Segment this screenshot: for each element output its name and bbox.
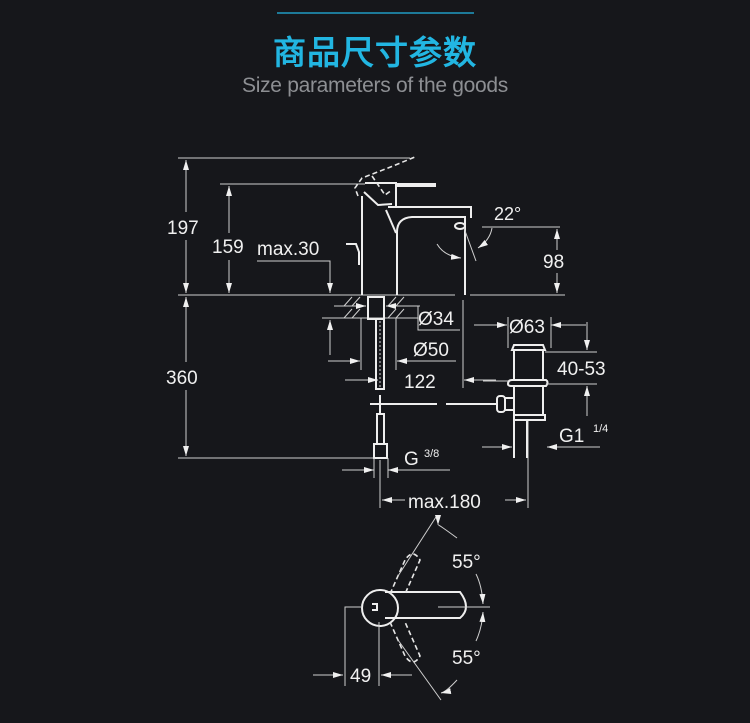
dim-base-diameter-label: Ø50 <box>413 340 449 361</box>
angle-line <box>463 227 477 262</box>
dim-spout-height-label: 159 <box>212 237 244 258</box>
popup-rod <box>346 243 360 265</box>
dim-max-waste-label: max.180 <box>408 492 481 513</box>
dim-hole-diameter-label: Ø34 <box>418 309 454 330</box>
arc-down-arrow-2 <box>440 679 458 694</box>
hose-connector <box>373 443 388 459</box>
waste-pivot-connector <box>505 397 514 411</box>
header-rule <box>277 12 474 14</box>
waste-bottom-nut <box>513 414 546 421</box>
dim-body-offset-label: 49 <box>350 666 371 687</box>
lever-pivot <box>363 191 393 207</box>
top-view: 55° 55° 49 <box>313 514 490 701</box>
dim-supply-thread-label: G <box>404 449 419 470</box>
waste-body-lower <box>513 386 544 415</box>
mounting-nut <box>367 296 385 320</box>
body-marker <box>372 603 378 611</box>
waste-body-upper <box>513 350 544 380</box>
angle-arc-right <box>477 227 493 249</box>
dim-spout-angle-label: 22° <box>494 204 521 224</box>
angle-ray-down <box>397 639 442 701</box>
dim-waste-thread-label: G1 <box>559 426 584 447</box>
page-subtitle: Size parameters of the goods <box>242 74 508 97</box>
lever-raised-inner <box>371 175 393 197</box>
waste-pivot-nut <box>496 395 506 413</box>
dim-waste-diameter-label: Ø63 <box>509 317 545 338</box>
aerator <box>454 222 466 230</box>
side-view: 197 159 max.30 22° 98 <box>166 156 608 513</box>
waste-flange-top <box>510 344 547 351</box>
lever-raised-outline <box>354 156 416 197</box>
dim-49-ext-left <box>344 606 362 686</box>
dim-below-deck-label: 360 <box>166 368 198 389</box>
dim-34-leader <box>417 306 460 331</box>
threaded-rod <box>375 318 385 390</box>
dim-max30-leader <box>257 260 333 293</box>
lever-left-position <box>389 553 421 595</box>
dim-supply-thread-fraction: 3/8 <box>424 448 439 460</box>
lever-right-position <box>389 621 421 663</box>
dim-waste-range-label: 40-53 <box>557 359 606 380</box>
rod-clamp <box>372 395 388 414</box>
deck-hatching <box>343 296 405 319</box>
page-title: 商品尺寸参数 <box>273 33 477 72</box>
pop-up-waste <box>496 344 549 458</box>
dim-lever-angle-up-label: 55° <box>452 552 481 573</box>
supply-hose <box>376 413 385 445</box>
faucet-body-right <box>396 216 466 295</box>
dim-total-height-label: 197 <box>167 218 199 239</box>
waste-nut <box>507 379 549 387</box>
spout-slope <box>385 209 397 234</box>
arc-up-arrow-1 <box>435 514 458 539</box>
arc-up-arrow-2 <box>475 573 486 605</box>
dim-lever-angle-down-label: 55° <box>452 648 481 669</box>
dim-spout-reach-label: 122 <box>404 372 436 393</box>
angle-ray-up <box>397 516 437 577</box>
dim-max-popup-label: max.30 <box>257 239 319 260</box>
waste-tail-pipe <box>513 420 528 458</box>
angle-arc-left <box>436 243 462 260</box>
lever-handle <box>365 182 436 208</box>
dim-waste-thread-fraction: 1/4 <box>593 423 608 435</box>
spout-top <box>388 206 472 218</box>
dim-outlet-height-label: 98 <box>543 252 564 273</box>
body-circle-top <box>361 589 399 627</box>
arc-down-arrow-1 <box>475 611 486 642</box>
